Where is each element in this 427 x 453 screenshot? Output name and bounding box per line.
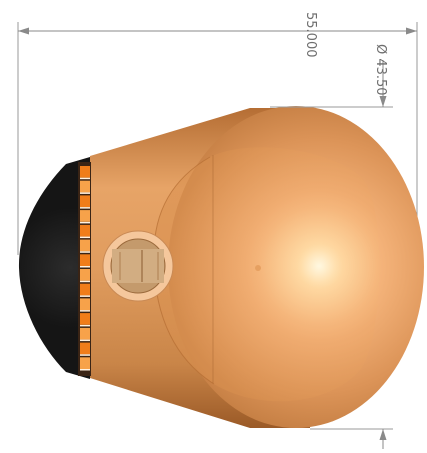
- band-stripe-gap: [80, 369, 90, 371]
- band-stripe-gap: [80, 221, 90, 224]
- band-stripe-gap: [80, 324, 90, 327]
- diameter-dimension: Ø 43.50: [270, 44, 393, 449]
- band-stripe: [80, 327, 90, 340]
- striped-band: [78, 162, 91, 376]
- band-stripe-gap: [80, 236, 90, 239]
- band-stripe-gap: [80, 207, 90, 209]
- arrowhead-left-icon: [18, 27, 29, 35]
- band-stripe: [80, 283, 90, 296]
- side-port: [102, 230, 174, 302]
- length-dimension: 55.000: [17, 12, 418, 255]
- inner-cavity-edge: [153, 147, 380, 402]
- arrowhead-up-icon: [379, 429, 387, 440]
- band-stripe: [80, 210, 90, 222]
- band-stripe: [80, 298, 90, 311]
- band-stripe-gap: [80, 266, 90, 268]
- part-body: [90, 106, 424, 428]
- nose-cap: [18, 157, 90, 379]
- band-stripe-gap: [80, 295, 90, 297]
- arrowhead-down-icon: [379, 96, 387, 107]
- band-stripe-gap: [80, 310, 90, 312]
- diameter-dimension-label: Ø 43.50: [373, 44, 388, 96]
- port-window: [112, 249, 164, 283]
- band-stripe-gap: [80, 339, 90, 342]
- center-point: [255, 265, 261, 271]
- band-stripe: [80, 195, 90, 208]
- length-dimension-label: 55.000: [303, 12, 318, 58]
- band-stripe: [80, 180, 90, 193]
- band-stripe-gap: [80, 354, 90, 356]
- band-stripe-gap: [80, 251, 90, 253]
- band-stripe: [80, 357, 90, 369]
- band-stripe: [80, 313, 90, 325]
- band-stripe: [80, 239, 90, 252]
- arrowhead-right-icon: [406, 27, 417, 35]
- band-stripe-gap: [80, 177, 90, 180]
- band-stripe: [80, 342, 90, 355]
- band-stripe: [80, 269, 90, 281]
- band-stripe: [80, 166, 90, 178]
- band-stripe: [80, 254, 90, 266]
- band-stripe: [80, 224, 90, 237]
- band-stripe-gap: [80, 192, 90, 194]
- band-stripe-gap: [80, 280, 90, 283]
